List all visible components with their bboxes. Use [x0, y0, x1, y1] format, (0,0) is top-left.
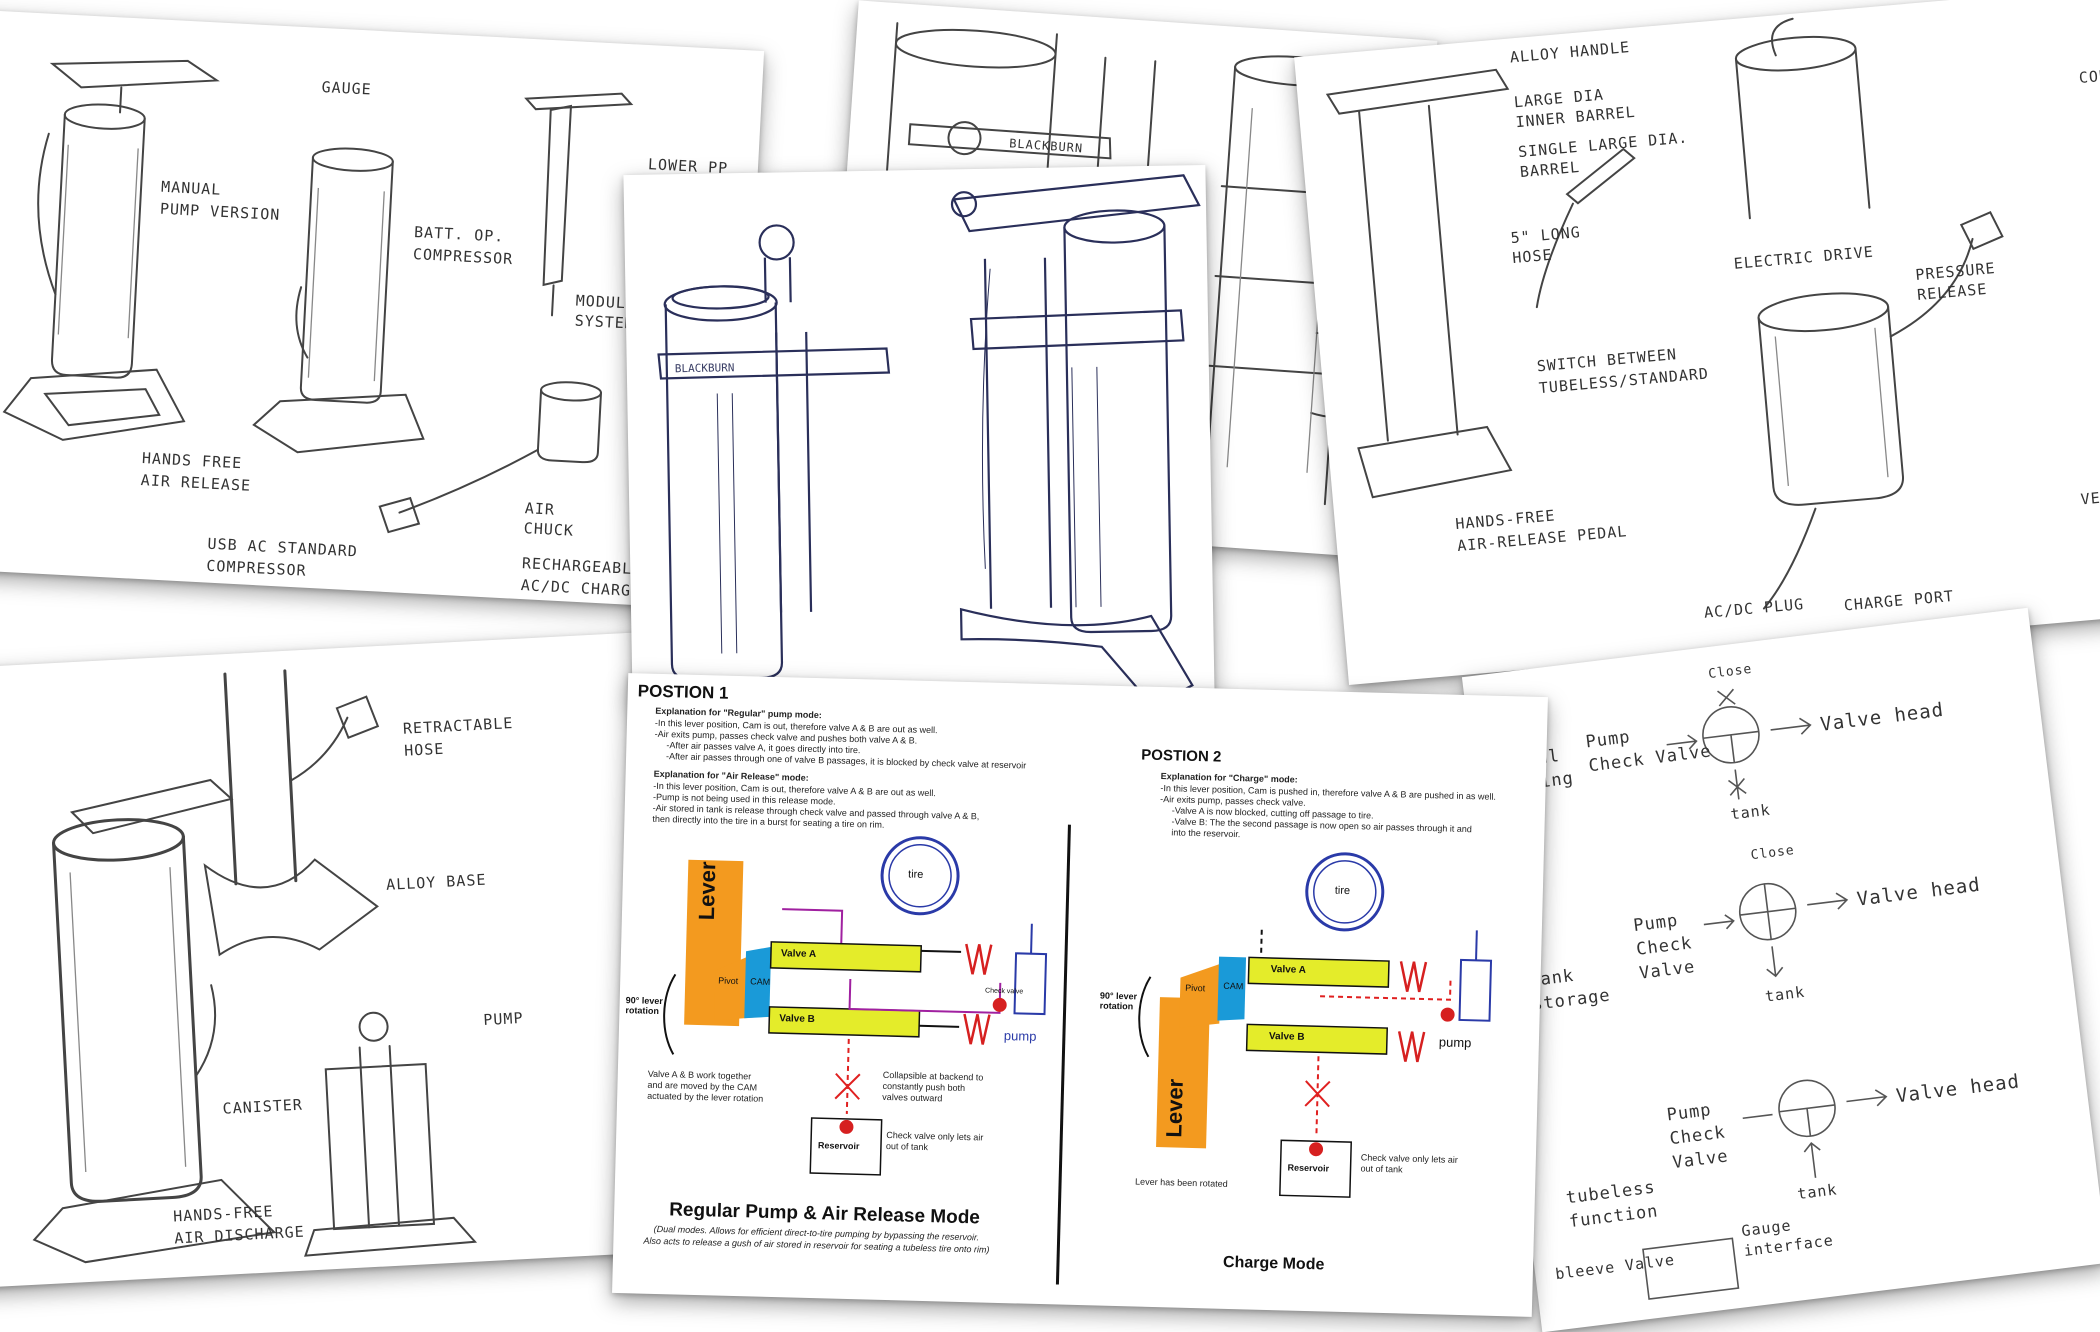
tire-left	[880, 836, 960, 916]
pump-sketches-drawing	[2, 59, 634, 534]
label-chuck: CHUCK	[523, 519, 575, 540]
valve-a-label-right: Valve A	[1270, 963, 1307, 976]
sketch-sheet-top-right: ALLOY HANDLE LARGE DIA INNER BARREL SING…	[1294, 0, 2100, 685]
ink-sketch-sheet-center: BLACKBURN	[623, 164, 1215, 706]
position1-title: POSTION 1	[637, 681, 729, 703]
charge-line-5: into the reservoir.	[1171, 827, 1241, 840]
pump-label-right: pump	[1438, 1034, 1472, 1051]
column-divider	[1055, 824, 1071, 1285]
note-check-right: Check valve only lets air out of tank	[1360, 1152, 1458, 1175]
tire-label-left: tire	[907, 868, 924, 881]
lever-right	[1156, 997, 1210, 1149]
label-cor: COR	[2078, 66, 2100, 88]
valve-notes-drawing	[1642, 688, 1888, 1300]
mode2-title: Charge Mode	[1222, 1253, 1325, 1274]
note-valves-work-together: Valve A & B work together and are moved …	[647, 1068, 764, 1104]
valve-b-label-left: Valve B	[779, 1013, 816, 1026]
alloy-base-pump-drawing	[32, 669, 478, 1264]
sketch-sheet-bottom-left: RETRACTABLE HOSE ALLOY BASE PUMP CANISTE…	[0, 632, 676, 1288]
valve-b-label-right: Valve B	[1268, 1030, 1305, 1043]
pivot-label-left: Pivot	[718, 975, 739, 987]
cam-label-right: CAM	[1223, 980, 1244, 992]
tire-right	[1305, 852, 1385, 932]
reservoir-left	[809, 1117, 883, 1176]
label-hose: HOSE	[1511, 245, 1554, 268]
reservoir-right	[1279, 1139, 1353, 1198]
label-pump-bl: PUMP	[482, 1008, 524, 1029]
ink-pump-drawing	[657, 174, 1201, 706]
cam-right	[1217, 956, 1247, 1021]
note-check-left: Check valve only lets air out of tank	[885, 1129, 984, 1153]
cam-label-left: CAM	[750, 976, 771, 987]
pump-label-left: pump	[1003, 1028, 1037, 1044]
valve-a-right	[1247, 956, 1390, 988]
position2-title: POSTION 2	[1141, 746, 1222, 766]
label-air: AIR	[524, 499, 556, 519]
tire-label-right: tire	[1334, 884, 1351, 898]
valve-a-label-left: Valve A	[780, 948, 817, 961]
mode-diagram-sheet: POSTION 1 Explanation for "Regular" pump…	[612, 673, 1548, 1317]
notes-sheet-bottom-right: Close Normal pumping Pump Check Valve Va…	[1461, 607, 2100, 1332]
electric-pump-drawing	[1325, 17, 2004, 610]
label-gauge: GAUGE	[321, 77, 373, 99]
label-hose-bl: HOSE	[403, 739, 445, 760]
note-collapsible: Collapsible at backend to constantly pus…	[882, 1069, 984, 1104]
sketch-sheet-top-left: GAUGE MANUAL PUMP VERSION BATT. OP. COMP…	[0, 9, 765, 611]
valve-b-left	[768, 1006, 921, 1038]
rotation-label-left: 90° lever rotation	[625, 995, 663, 1016]
label-blackburn-center: BLACKBURN	[674, 361, 735, 376]
pivot-label-right: Pivot	[1185, 982, 1206, 994]
reservoir-label-left: Reservoir	[817, 1140, 860, 1152]
rotation-label-right: 90° lever rotation	[1099, 990, 1138, 1012]
label-manual: MANUAL	[160, 177, 222, 199]
lever-label-right: Lever	[1161, 1078, 1188, 1138]
lever-label-left: Lever	[693, 861, 721, 921]
valve-b-right	[1245, 1023, 1389, 1055]
valve-a-left	[769, 941, 923, 973]
check-valve-label-left: Check valve	[984, 987, 1024, 996]
pump-left	[1013, 952, 1048, 1016]
pump-right	[1458, 958, 1493, 1022]
label-ver: VER	[2079, 487, 2100, 509]
reservoir-label-right: Reservoir	[1287, 1162, 1330, 1174]
valve-mechanism-diagram	[663, 824, 1493, 1285]
cam-left	[744, 946, 772, 1019]
